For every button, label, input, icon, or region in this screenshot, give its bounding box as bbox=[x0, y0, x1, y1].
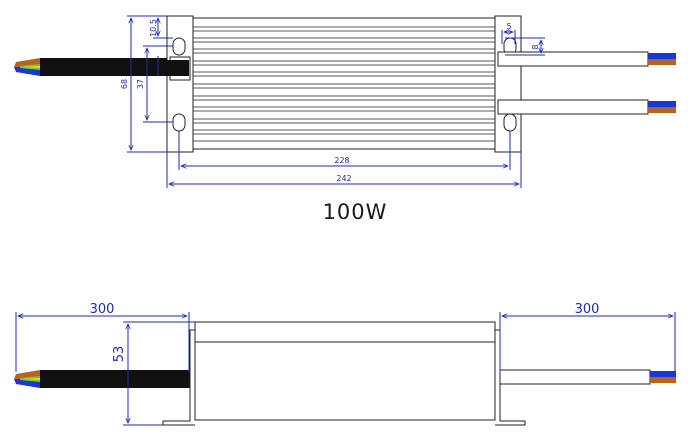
cooling-fins bbox=[193, 26, 495, 142]
mounting-feet bbox=[162, 329, 526, 426]
dim-68-label: 68 bbox=[120, 79, 129, 89]
side-view-dimensions bbox=[15, 312, 676, 426]
side-housing bbox=[194, 321, 496, 421]
dim-left-cable-label: 300 bbox=[90, 302, 115, 317]
side-output-cable bbox=[499, 369, 676, 385]
aluminum-housing bbox=[192, 17, 496, 150]
top-view: 68 37 10.5 228 242 5 8 bbox=[14, 15, 676, 188]
dim-height-label: 53 bbox=[112, 346, 127, 363]
model-title: 100W bbox=[323, 200, 388, 224]
input-cable bbox=[14, 58, 170, 76]
dim-10-5-label: 10.5 bbox=[149, 19, 158, 37]
dim-5-label: 5 bbox=[506, 22, 511, 31]
side-view: 300 300 53 bbox=[14, 302, 676, 426]
right-end-cap bbox=[494, 15, 522, 153]
dim-right-cable-label: 300 bbox=[575, 302, 600, 317]
top-view-dimensions bbox=[127, 15, 545, 188]
side-input-cable bbox=[14, 370, 190, 388]
dim-242-label: 242 bbox=[336, 174, 351, 183]
dim-8-label: 8 bbox=[531, 44, 540, 49]
output-cable-lower bbox=[497, 99, 676, 115]
dim-37-label: 37 bbox=[136, 79, 145, 89]
dim-228-label: 228 bbox=[334, 156, 349, 165]
output-cable-upper bbox=[497, 51, 676, 67]
left-end-cap bbox=[165, 15, 194, 153]
